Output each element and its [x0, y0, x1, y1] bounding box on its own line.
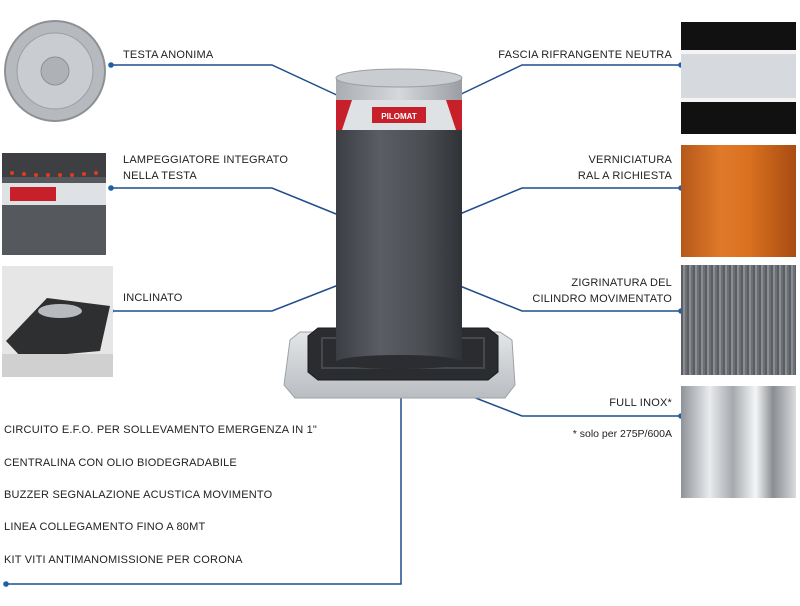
feature-item: LINEA COLLEGAMENTO FINO A 80MT	[4, 521, 206, 533]
line-fascia	[454, 64, 681, 98]
line-inclinato	[111, 283, 342, 312]
thumb-fascia	[681, 22, 796, 134]
brand-label: PILOMAT	[381, 112, 417, 121]
thumb-full-inox	[681, 386, 796, 498]
label-verniciatura: VERNICIATURA RAL A RICHIESTA	[577, 154, 672, 182]
thumb-zigrinatura	[681, 265, 796, 375]
feature-item: KIT VITI ANTIMANOMISSIONE PER CORONA	[4, 554, 243, 566]
line-verniciatura	[454, 187, 681, 217]
thumb-testa-anonima	[2, 17, 108, 125]
feature-item: CIRCUITO E.F.O. PER SOLLEVAMENTO EMERGEN…	[4, 424, 318, 436]
line-features	[6, 393, 402, 585]
feature-item: BUZZER SEGNALAZIONE ACUSTICA MOVIMENTO	[4, 489, 273, 501]
feature-item: CENTRALINA CON OLIO BIODEGRADABILE	[4, 457, 237, 469]
label-fascia: FASCIA RIFRANGENTE NEUTRA	[498, 49, 672, 61]
label-full-inox: FULL INOX*	[609, 397, 672, 409]
line-zigrinatura	[454, 283, 681, 312]
label-lampeggiatore: LAMPEGGIATORE INTEGRATO NELLA TESTA	[123, 154, 289, 182]
label-zigrinatura: ZIGRINATURA DEL CILINDRO MOVIMENTATO	[532, 277, 672, 305]
thumb-inclinato	[2, 266, 113, 377]
bollard-body	[336, 118, 462, 362]
thumb-verniciatura	[681, 145, 796, 257]
thumb-lampeggiatore	[2, 153, 106, 255]
line-full-inox	[454, 389, 681, 417]
line-testa-anonima	[111, 64, 342, 98]
label-inclinato: INCLINATO	[123, 292, 183, 304]
bollard-cap	[335, 68, 463, 88]
label-testa-anonima: TESTA ANONIMA	[123, 49, 214, 61]
line-lampeggiatore	[111, 187, 342, 217]
footnote: * solo per 275P/600A	[572, 428, 672, 440]
